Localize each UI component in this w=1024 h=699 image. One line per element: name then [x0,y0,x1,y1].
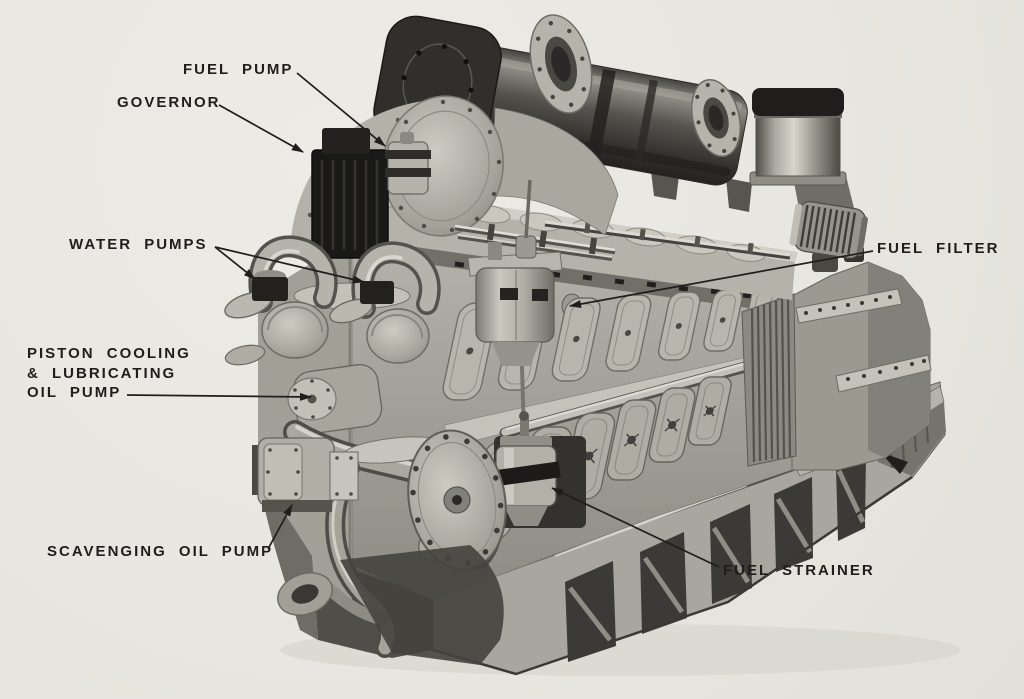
front-accessory-section [224,95,619,665]
fuel-rail [544,220,791,260]
leader-governor [218,104,304,153]
air-filter-cap [752,88,844,116]
fuel-strainer-unit [491,411,586,528]
label-water-pumps: WATER PUMPS [69,236,208,253]
label-piston-cooling-line1: PISTON COOLING [27,345,191,362]
leader-water-pumps-a [214,246,256,280]
water-pump-1 [224,235,338,359]
label-fuel-pump: FUEL PUMP [183,61,294,78]
side-rail-pipe [499,352,784,439]
label-piston-cooling-oil-pump: PISTON COOLING & LUBRICATING OIL PUMP [27,344,191,403]
louver-drum [789,201,868,259]
leader-scavenging-oil-pump [267,504,293,550]
manifold-flange-2 [691,79,741,157]
fuel-filter-unit [467,179,563,437]
water-pump-1-inlet [252,277,288,301]
leader-fuel-strainer [551,487,720,568]
lube-oil-pump-unit [287,363,383,434]
front-gear-cover [382,95,619,237]
air-receiver-manifold [373,14,752,212]
label-governor: GOVERNOR [117,94,221,111]
governor-unit [311,128,389,259]
air-filter-assembly [749,88,868,259]
leader-fuel-pump [296,72,386,147]
louver-panel [750,296,792,463]
leader-fuel-filter [569,250,874,308]
label-scavenging-oil-pump: SCAVENGING OIL PUMP [47,543,274,560]
air-filter-body [755,109,841,177]
water-pump-2-inlet [360,281,394,304]
leader-water-pumps-b [214,246,365,284]
label-fuel-filter: FUEL FILTER [877,240,1000,257]
manifold-flange-1 [529,14,593,114]
label-fuel-strainer: FUEL STRAINER [723,562,875,579]
label-piston-cooling-line2: & LUBRICATING [27,364,177,382]
scavenging-oil-pump-unit [252,437,359,512]
label-piston-cooling-line3: OIL PUMP [27,384,122,401]
fuel-pump-unit [385,132,431,195]
leader-lines [126,72,874,568]
leader-piston-cooling-oil-pump [126,392,312,401]
